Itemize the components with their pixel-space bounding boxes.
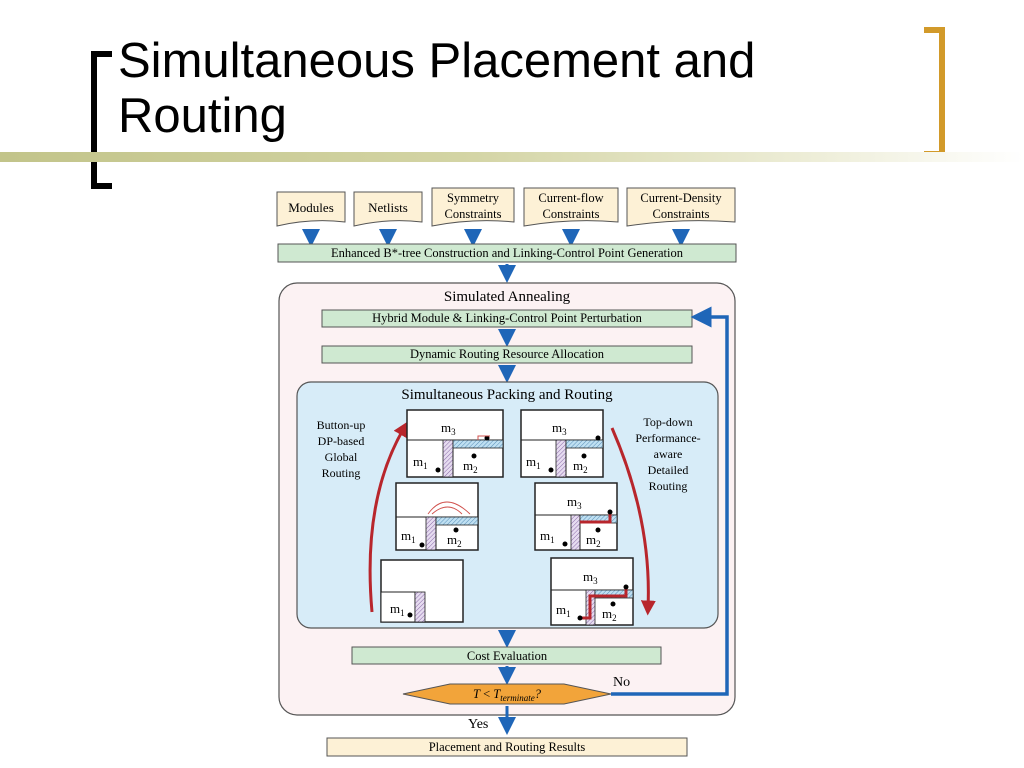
input-current-flow-line2: Constraints <box>543 207 600 221</box>
input-current-density-line1: Current-Density <box>640 191 722 205</box>
no-loop-arrow <box>611 306 729 696</box>
perturbation-step: Hybrid Module & Linking-Control Point Pe… <box>321 309 693 328</box>
detailed-routing-note: Top-down Performance- aware Detailed Rou… <box>635 415 700 493</box>
no-label: No <box>613 675 630 690</box>
termination-decision: T < Tterminate? <box>402 683 612 705</box>
left-note-line2: DP-based <box>318 434 365 448</box>
snapshot-step4: m3 m1 m2 <box>520 409 604 478</box>
results-label: Placement and Routing Results <box>429 740 586 754</box>
snapshot-step5: m3 m1 m2 <box>534 482 618 551</box>
top-down-arrow <box>610 427 656 616</box>
snap6-m2: m2 <box>602 606 617 623</box>
right-note-line4: Detailed <box>648 463 689 477</box>
snap4-m1: m1 <box>526 454 541 471</box>
input-current-flow-constraints: Current-flow Constraints <box>523 187 619 227</box>
allocation-label: Dynamic Routing Resource Allocation <box>410 347 605 361</box>
snap3-m1: m1 <box>413 454 428 471</box>
input-symmetry-line1: Symmetry <box>447 191 500 205</box>
cost-evaluation-step: Cost Evaluation <box>351 646 662 665</box>
results-step: Placement and Routing Results <box>326 737 688 757</box>
snapshot-step2: m1 m2 <box>395 482 479 551</box>
input-current-flow-line1: Current-flow <box>538 191 603 205</box>
flow-diagram: Modules Netlists Symmetry Constraints Cu… <box>276 187 737 757</box>
snap2-m2: m2 <box>447 532 462 549</box>
packing-title: Simultaneous Packing and Routing <box>401 387 613 403</box>
snap5-m2: m2 <box>586 532 601 549</box>
construction-label: Enhanced B*-tree Construction and Linkin… <box>331 246 684 260</box>
snapshot-step1: m1 <box>380 559 464 623</box>
yes-label: Yes <box>468 717 488 732</box>
input-arrows <box>302 229 690 247</box>
cost-label: Cost Evaluation <box>467 649 548 663</box>
snap5-m1: m1 <box>540 528 555 545</box>
title-line-1: Simultaneous Placement and <box>118 34 756 88</box>
input-modules: Modules <box>276 191 346 227</box>
snap6-m3: m3 <box>583 569 598 586</box>
perturbation-label: Hybrid Module & Linking-Control Point Pe… <box>372 311 643 325</box>
input-symmetry-line2: Constraints <box>445 207 502 221</box>
right-note-line2: Performance- <box>635 431 700 445</box>
right-note-line3: aware <box>654 447 683 461</box>
bottom-up-arrow <box>368 421 408 613</box>
snapshot-step6: m3 m1 m2 <box>550 557 634 626</box>
construction-step: Enhanced B*-tree Construction and Linkin… <box>277 243 737 263</box>
input-current-density-line2: Constraints <box>653 207 710 221</box>
snap2-m1: m1 <box>401 528 416 545</box>
input-modules-label: Modules <box>288 200 334 215</box>
input-current-density-constraints: Current-Density Constraints <box>626 187 736 227</box>
snap3-m3: m3 <box>441 420 456 437</box>
left-note-line3: Global <box>325 450 358 464</box>
decision-label: T < Tterminate? <box>473 687 542 703</box>
input-symmetry-constraints: Symmetry Constraints <box>431 187 515 227</box>
left-bracket-icon <box>91 51 112 189</box>
snap4-m3: m3 <box>552 420 567 437</box>
snap5-m3: m3 <box>567 494 582 511</box>
input-netlists: Netlists <box>353 191 423 227</box>
left-note-line4: Routing <box>322 466 361 480</box>
snap4-m2: m2 <box>573 458 588 475</box>
right-note-line5: Routing <box>649 479 688 493</box>
global-routing-note: Button-up DP-based Global Routing <box>317 418 366 480</box>
snap1-m1: m1 <box>390 601 405 618</box>
right-bracket-icon <box>924 27 945 157</box>
right-note-line1: Top-down <box>643 415 692 429</box>
annealing-title: Simulated Annealing <box>444 289 571 305</box>
snap3-m2: m2 <box>463 458 478 475</box>
allocation-step: Dynamic Routing Resource Allocation <box>321 345 693 364</box>
title-rule <box>0 152 1024 162</box>
slide-title: Simultaneous Placement and Routing <box>118 34 755 144</box>
title-line-2: Routing <box>118 89 287 143</box>
input-netlists-label: Netlists <box>368 200 408 215</box>
snap6-m1: m1 <box>556 602 571 619</box>
left-note-line1: Button-up <box>317 418 366 432</box>
snapshot-step3: m3 m1 m2 <box>406 409 504 478</box>
